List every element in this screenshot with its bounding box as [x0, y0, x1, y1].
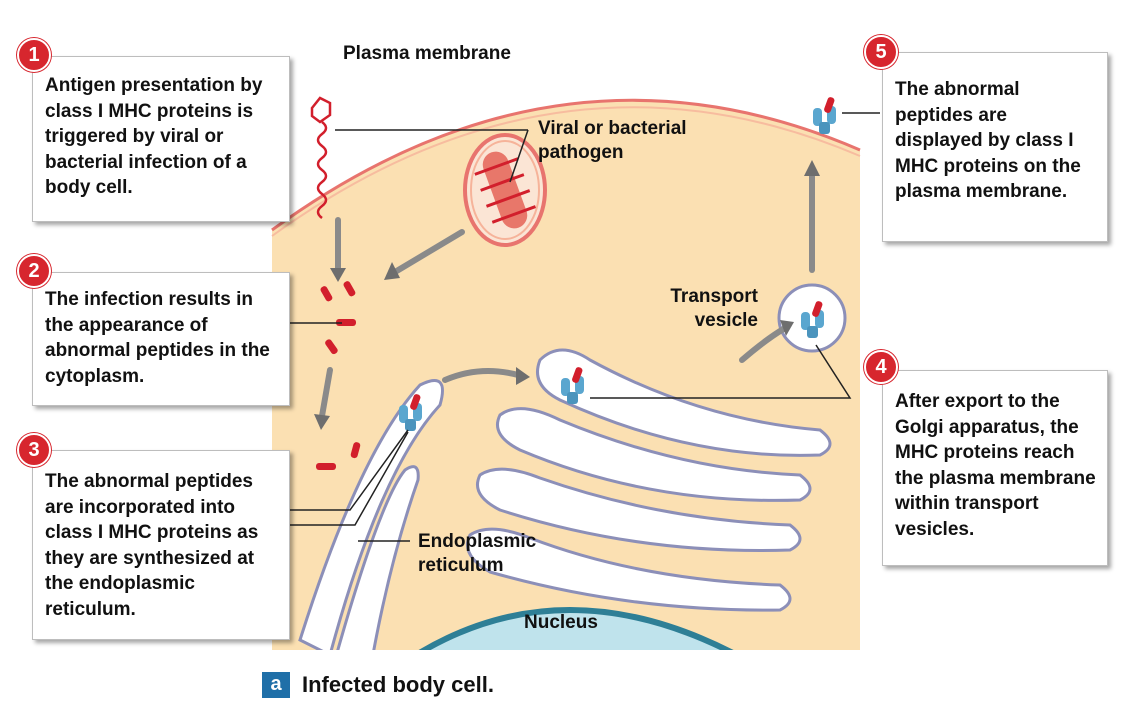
- step-4-badge: 4: [864, 350, 898, 384]
- endoplasmic-reticulum-label: Endoplasmic reticulum: [418, 531, 537, 576]
- nucleus: [371, 607, 791, 650]
- nucleus-label: Nucleus: [524, 612, 598, 633]
- step-2-box: The infection results in the appearance …: [32, 272, 290, 406]
- endoplasmic-reticulum: [298, 379, 444, 650]
- pathogen: [463, 133, 547, 247]
- pathogen-label: Viral or bacterial pathogen: [538, 118, 687, 163]
- step-4-box: After export to the Golgi apparatus, the…: [882, 370, 1108, 566]
- abnormal-peptides: [316, 281, 361, 470]
- step-3-box: The abnormal peptides are incorporated i…: [32, 450, 290, 640]
- caption-text: Infected body cell.: [302, 672, 494, 697]
- step-3-text: The abnormal peptides are incorporated i…: [45, 471, 259, 620]
- transport-vesicle: [777, 283, 847, 353]
- process-arrows: [319, 172, 815, 419]
- step-2-text: The infection results in the appearance …: [45, 289, 270, 387]
- step-2-badge: 2: [17, 254, 51, 288]
- plasma-membrane-label: Plasma membrane: [343, 43, 511, 64]
- step-3-badge: 3: [17, 433, 51, 467]
- step-5-badge: 5: [864, 35, 898, 69]
- golgi-apparatus: [466, 348, 832, 612]
- step-1-text: Antigen presentation by class I MHC prot…: [45, 75, 263, 198]
- step-5-box: The abnormal peptides are displayed by c…: [882, 52, 1108, 242]
- figure-caption: a Infected body cell.: [262, 672, 494, 698]
- viral-strand: [310, 96, 332, 219]
- caption-letter: a: [262, 672, 290, 698]
- step-1-badge: 1: [17, 38, 51, 72]
- transport-vesicle-label: Transport vesicle: [670, 286, 758, 331]
- leader-lines: [290, 112, 880, 542]
- step-1-box: Antigen presentation by class I MHC prot…: [32, 56, 290, 222]
- mhc-protein-membrane: [813, 96, 836, 134]
- step-5-text: The abnormal peptides are displayed by c…: [895, 79, 1081, 202]
- step-4-text: After export to the Golgi apparatus, the…: [895, 391, 1096, 540]
- arrow-heads: [314, 160, 820, 430]
- plasma-membrane: [271, 98, 861, 232]
